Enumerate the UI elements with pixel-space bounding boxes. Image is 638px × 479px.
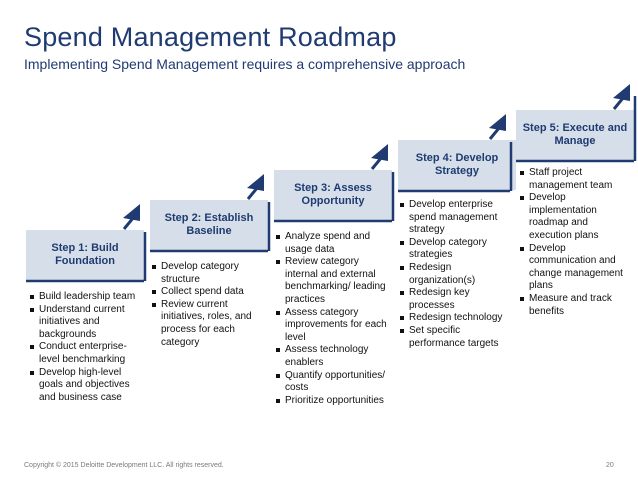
page-number: 20	[606, 462, 614, 469]
list-item: Redesign key processes	[400, 287, 512, 312]
step-5-header: Step 5: Execute and Manage	[516, 110, 634, 160]
step-3-bullets: Analyze spend and usage data Review cate…	[276, 231, 388, 407]
list-item: Review current initiatives, roles, and p…	[152, 299, 264, 349]
list-item: Assess category improvements for each le…	[276, 307, 388, 345]
page-title: Spend Management Roadmap	[24, 22, 397, 52]
step-1-bullets: Build leadership team Understand current…	[30, 291, 142, 404]
list-item: Redesign technology	[400, 312, 512, 325]
list-item: Develop category strategies	[400, 237, 512, 262]
list-item: Develop communication and change managem…	[520, 243, 632, 293]
list-item: Analyze spend and usage data	[276, 231, 388, 256]
step-2-header: Step 2: Establish Baseline	[150, 200, 268, 250]
list-item: Redesign organization(s)	[400, 262, 512, 287]
list-item: Develop high-level goals and objectives …	[30, 367, 142, 405]
step-5-bullets: Staff project management team Develop im…	[520, 167, 632, 318]
step-3-arrow-icon	[371, 144, 388, 161]
step-4-header: Step 4: Develop Strategy	[398, 140, 516, 190]
list-item: Understand current initiatives and backg…	[30, 304, 142, 342]
step-1-header: Step 1: Build Foundation	[26, 230, 144, 280]
step-2-bullets: Develop category structure Collect spend…	[152, 261, 264, 349]
step-4-arrow-icon	[489, 114, 506, 131]
step-1-arrow-icon	[123, 204, 140, 221]
step-1-label: Step 1: Build Foundation	[51, 242, 119, 267]
step-4-bullets: Develop enterprise spend management stra…	[400, 199, 512, 350]
list-item: Develop category structure	[152, 261, 264, 286]
list-item: Quantify opportunities/ costs	[276, 370, 388, 395]
list-item: Develop implementation roadmap and execu…	[520, 192, 632, 242]
step-3-label: Step 3: Assess Opportunity	[294, 182, 372, 207]
copyright-footer: Copyright © 2015 Deloitte Development LL…	[24, 462, 224, 469]
step-2-label: Step 2: Establish Baseline	[164, 212, 254, 237]
step-5-arrow-icon	[613, 84, 630, 101]
list-item: Develop enterprise spend management stra…	[400, 199, 512, 237]
step-4-label: Step 4: Develop Strategy	[415, 152, 499, 177]
list-item: Prioritize opportunities	[276, 395, 388, 408]
list-item: Measure and track benefits	[520, 293, 632, 318]
list-item: Build leadership team	[30, 291, 142, 304]
list-item: Assess technology enablers	[276, 344, 388, 369]
list-item: Set specific performance targets	[400, 325, 512, 350]
step-5-label: Step 5: Execute and Manage	[522, 122, 628, 147]
page-subtitle: Implementing Spend Management requires a…	[24, 56, 466, 72]
list-item: Review category internal and external be…	[276, 256, 388, 306]
list-item: Collect spend data	[152, 286, 264, 299]
step-2-arrow-icon	[247, 174, 264, 191]
step-3-header: Step 3: Assess Opportunity	[274, 170, 392, 220]
list-item: Conduct enterprise-level benchmarking	[30, 341, 142, 366]
list-item: Staff project management team	[520, 167, 632, 192]
